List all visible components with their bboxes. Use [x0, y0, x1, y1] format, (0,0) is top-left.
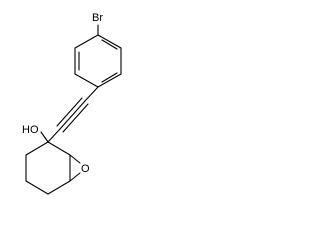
ring-bond-c1-c2	[74, 73, 99, 88]
chemical-structure-diagram: Br HO O	[22, 12, 122, 195]
ring-bond-c3-c4	[74, 34, 99, 49]
bond-alkyne-c2	[47, 128, 61, 143]
benzene-ring	[74, 34, 122, 88]
cyclohexane-ring	[25, 141, 71, 195]
ring-bond-c6-c1	[97, 73, 122, 88]
bond-c-oh	[40, 131, 49, 143]
ring-double-bond-inner-3	[101, 72, 118, 83]
hydroxyl-label: HO	[22, 124, 39, 136]
epoxide-oxygen-label: O	[81, 163, 90, 175]
bond-ring-alkyne	[84, 86, 99, 102]
bromine-label: Br	[92, 12, 103, 24]
ring-bond-c4-c5	[97, 34, 122, 49]
ring-double-bond-inner-2	[101, 39, 118, 50]
epoxide-ring	[69, 154, 81, 182]
triple-bond	[56, 97, 89, 133]
